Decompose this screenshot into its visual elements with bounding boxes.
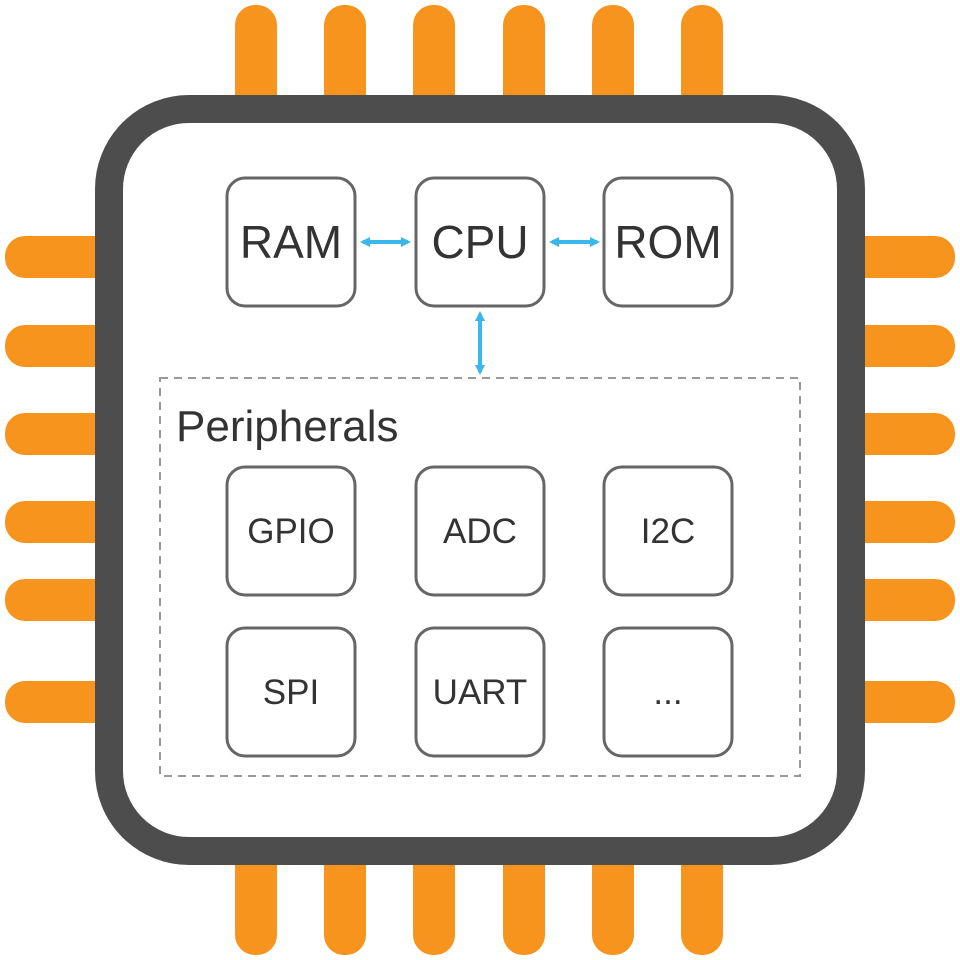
cpu-block: CPU [414,176,546,308]
peripheral-label: I2C [641,512,695,551]
peripheral-label: UART [433,673,528,712]
ram-label: RAM [240,216,342,268]
peripheral-block: ... [602,626,734,758]
cpu-label: CPU [431,216,528,268]
pins-bottom [235,845,723,955]
pin-right-6 [845,681,955,723]
pin-left-6 [5,681,115,723]
pin-right-1 [845,236,955,278]
peripheral-block: GPIO [225,465,357,597]
peripherals-grid: GPIO ADC I2C SPI UART... [225,465,734,758]
peripheral-block: ADC [414,465,546,597]
pin-left-5 [5,579,115,621]
pin-bottom-2 [324,845,366,955]
peripheral-label: GPIO [247,512,335,551]
pin-top-1 [235,5,277,115]
rom-label: ROM [614,216,721,268]
peripheral-block: UART [414,626,546,758]
pin-left-4 [5,501,115,543]
pin-top-5 [592,5,634,115]
pin-left-3 [5,413,115,455]
ram-block: RAM [225,176,357,308]
peripherals-title: Peripherals [176,402,399,451]
peripheral-block: SPI [225,626,357,758]
pin-right-2 [845,325,955,367]
pins-left [5,236,115,723]
pin-top-2 [324,5,366,115]
pin-top-6 [681,5,723,115]
rom-block: ROM [602,176,734,308]
pin-bottom-6 [681,845,723,955]
peripheral-label: SPI [263,673,319,712]
pin-bottom-3 [413,845,455,955]
pin-left-1 [5,236,115,278]
peripheral-block: I2C [602,465,734,597]
pin-right-3 [845,413,955,455]
pins-top [235,5,723,115]
pin-left-2 [5,325,115,367]
pin-top-4 [503,5,545,115]
pin-bottom-4 [503,845,545,955]
peripherals-region [159,377,801,777]
peripheral-label: ADC [443,512,517,551]
pin-bottom-1 [235,845,277,955]
pin-top-3 [413,5,455,115]
pin-right-4 [845,501,955,543]
peripheral-label: ... [653,673,682,712]
pins-right [845,236,955,723]
pin-right-5 [845,579,955,621]
pin-bottom-5 [592,845,634,955]
